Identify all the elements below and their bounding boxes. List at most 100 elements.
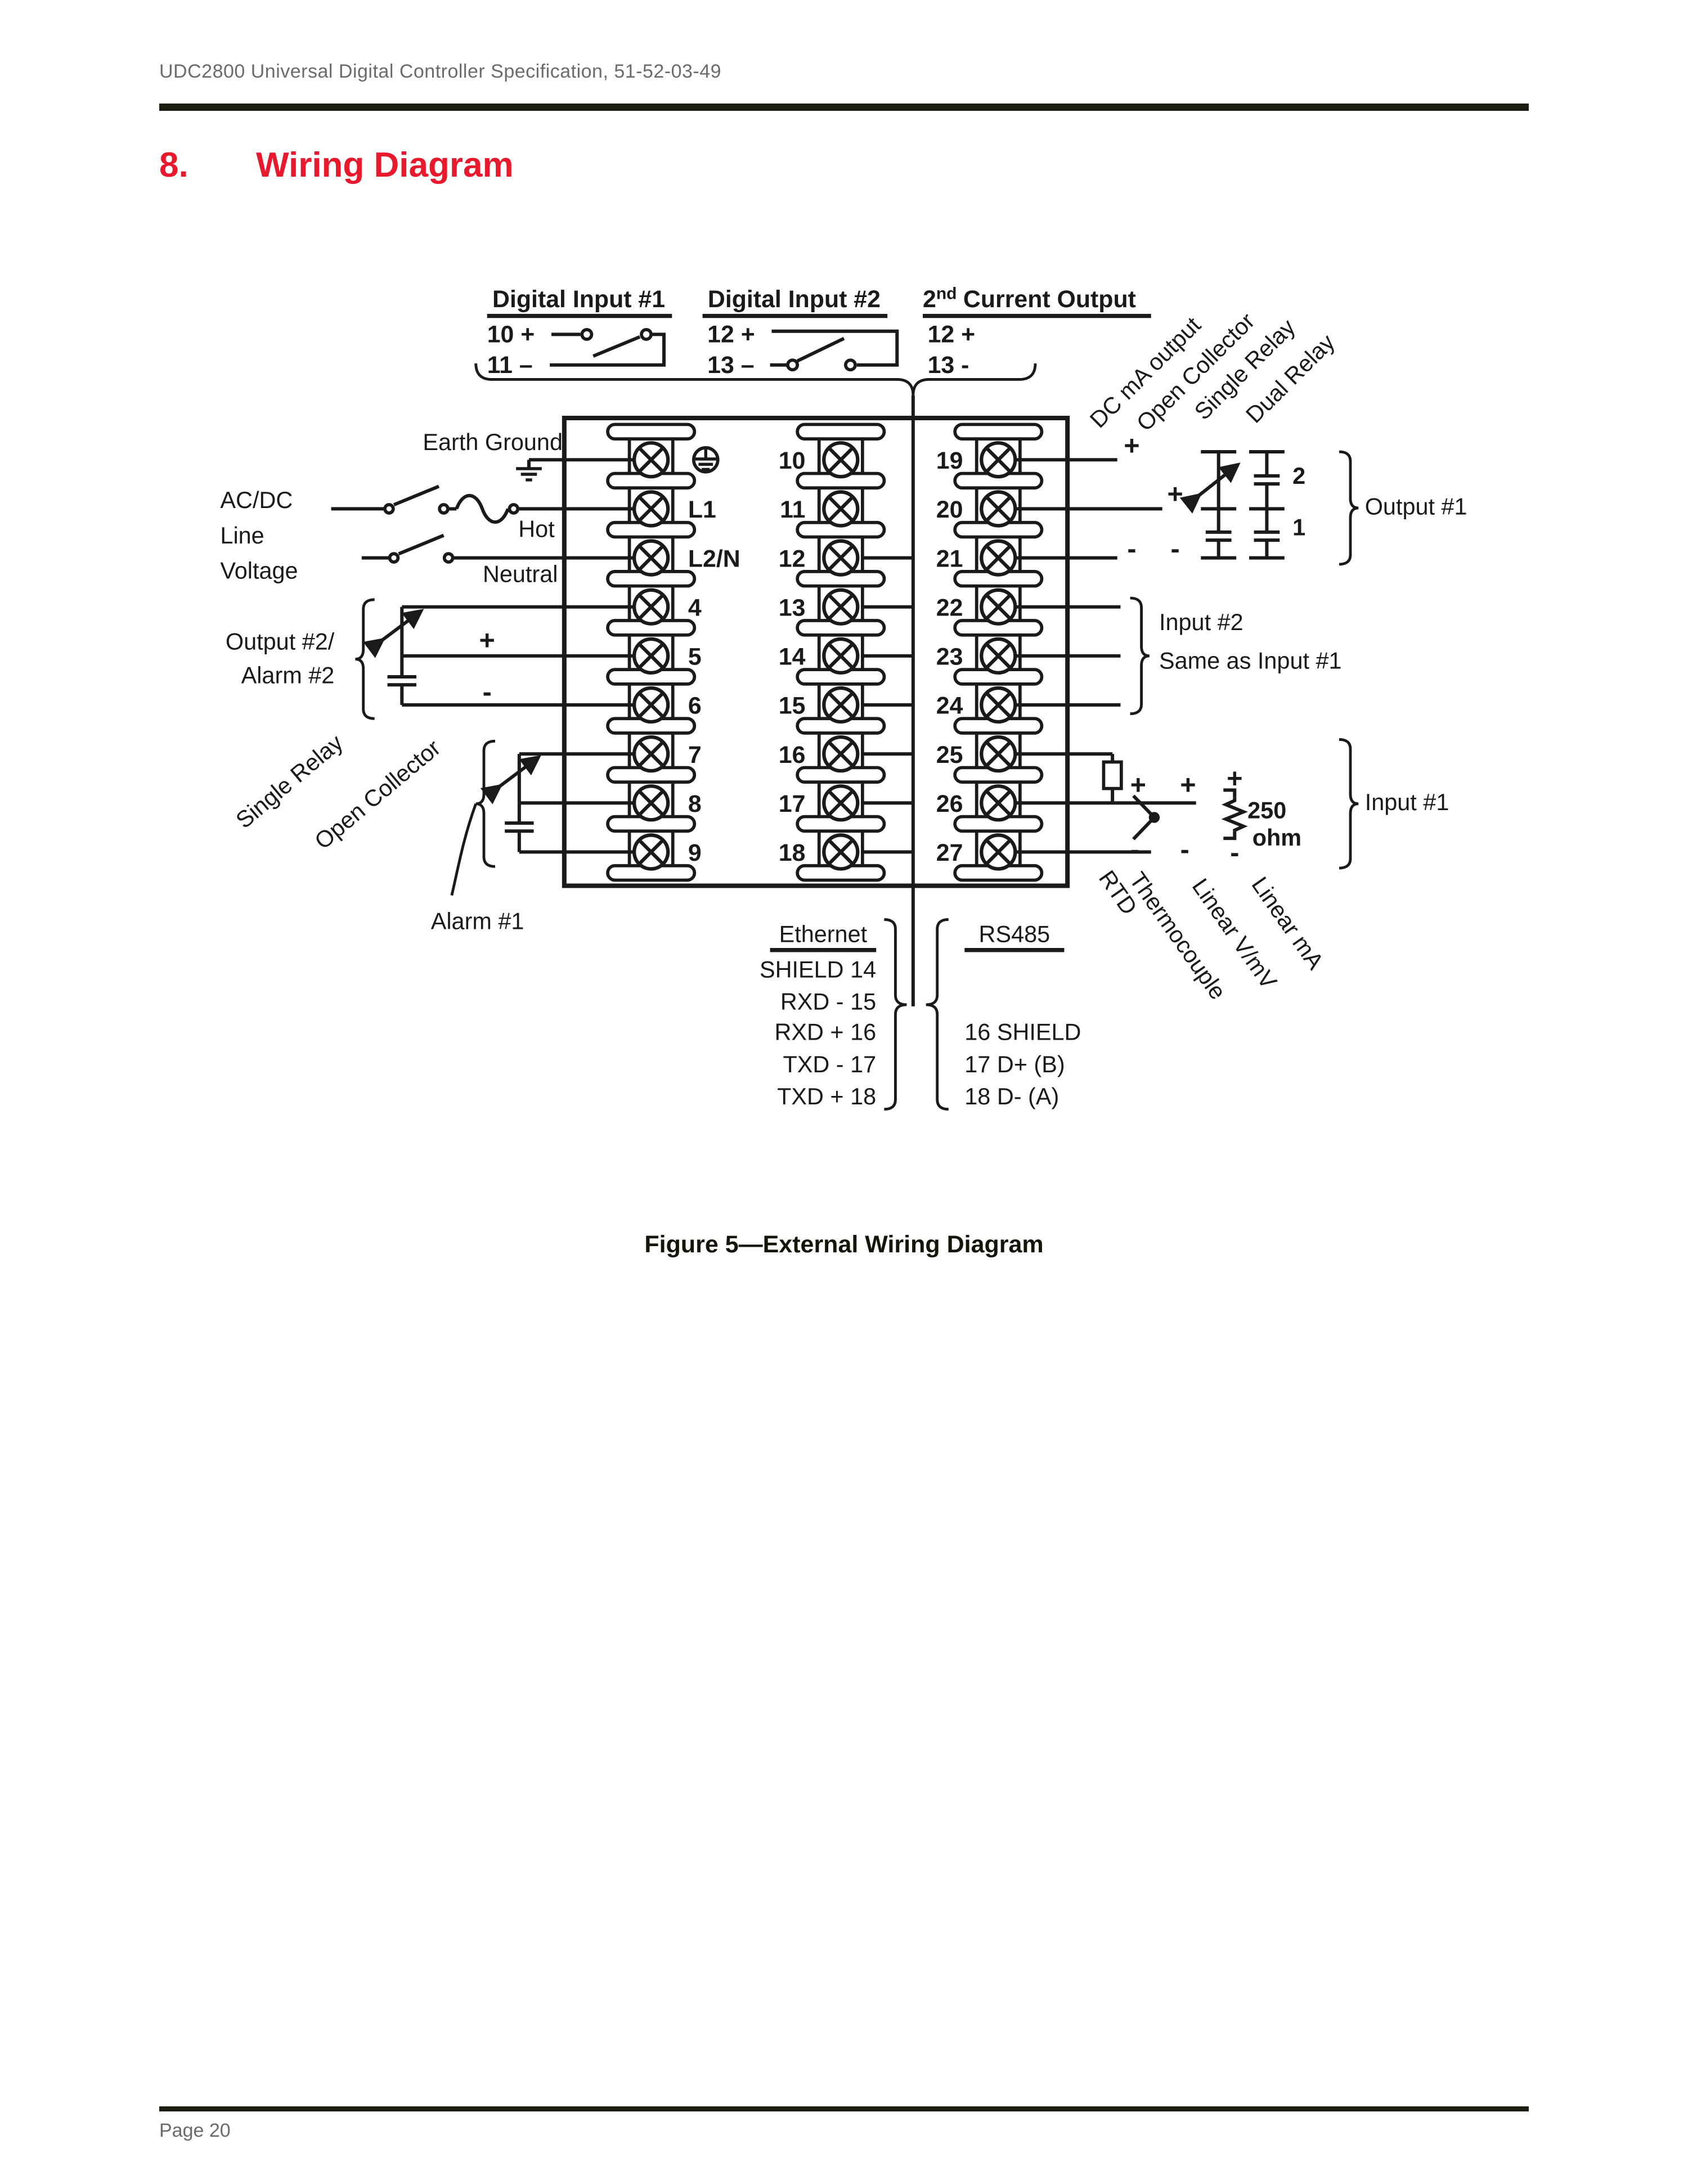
terminal-label: 15 <box>779 693 806 720</box>
terminal-label: 5 <box>688 644 702 671</box>
relay-actuator-arrow-icon <box>480 755 541 805</box>
screw-cross-icon <box>828 447 854 473</box>
screw-cross-icon <box>828 643 854 669</box>
terminal-label: 14 <box>779 644 806 671</box>
screw-cross-icon <box>828 839 854 865</box>
header-rule <box>159 104 1529 111</box>
screw-cross-icon <box>638 790 664 816</box>
input2-brace <box>1130 596 1150 716</box>
linear-v-plus: + <box>1180 770 1196 801</box>
output1-minus-2: - <box>1170 534 1179 564</box>
switch-blade-icon <box>796 336 845 363</box>
screw-cross-icon <box>638 496 664 522</box>
rtd-resistor-icon <box>1102 760 1123 790</box>
acdc-label-2: Line <box>220 523 264 549</box>
fuse-icon <box>455 493 510 524</box>
output1-plus-1: + <box>1124 431 1139 461</box>
250-ohm-resistor-icon <box>1221 788 1248 841</box>
rs485-item: 18 D- (A) <box>964 1084 1059 1109</box>
terminal-label: 22 <box>936 594 963 621</box>
neutral-label: Neutral <box>483 561 558 587</box>
terminal-label: 17 <box>779 790 806 817</box>
screw-cross-icon <box>828 692 854 718</box>
linear-ma-minus: - <box>1230 838 1239 868</box>
switch-blade-icon <box>592 335 641 358</box>
co2-terminal-12: 12 + <box>928 321 976 348</box>
input2-same-label: Same as Input #1 <box>1159 648 1342 674</box>
output2-label-2: Alarm #2 <box>241 662 335 688</box>
ethernet-item: TXD - 17 <box>783 1051 876 1077</box>
terminal-label: 20 <box>936 496 963 523</box>
earth-ground-section: Earth Ground <box>423 429 634 482</box>
dual-relay-contact-icon <box>1249 450 1285 560</box>
input1-section: + - + - + - 250 ohm Input #1 <box>1015 738 1449 870</box>
switch-contact-icon <box>442 552 455 564</box>
input2-label: Input #2 <box>1159 609 1243 635</box>
rs485-item: 16 SHIELD <box>964 1019 1081 1045</box>
rs485-brace <box>926 918 949 1111</box>
alarm1-label: Alarm #1 <box>431 909 524 934</box>
digital-input-1-title: Digital Input #1 <box>492 286 665 313</box>
terminal-label: 10 <box>779 447 806 474</box>
tc-plus: + <box>1130 770 1146 801</box>
switch-contact-icon <box>580 328 594 341</box>
terminal-collar <box>606 423 697 441</box>
terminal-label: 11 <box>780 496 805 523</box>
switch-contact-icon <box>786 358 799 372</box>
rs485-section: RS485 16 SHIELD 17 D+ (B) 18 D- (A) <box>926 918 1081 1111</box>
output2-plus: + <box>479 625 495 655</box>
terminal-collar <box>796 423 886 441</box>
terminal-block-outline <box>562 416 1070 888</box>
ethernet-item: SHIELD 14 <box>760 956 876 982</box>
switch-contact-icon <box>438 503 450 515</box>
alarm1-leader-line <box>450 803 477 896</box>
screw-cross-icon <box>828 790 854 816</box>
screw-cross-icon <box>828 496 854 522</box>
output2-brace <box>355 598 375 720</box>
terminal-label: 7 <box>688 742 702 769</box>
ethernet-section: Ethernet SHIELD 14 RXD - 15 RXD + 16 TXD… <box>760 918 907 1111</box>
terminal-label: 23 <box>936 644 963 671</box>
screw-cross-icon <box>638 741 664 767</box>
screw-cross-icon <box>986 741 1011 767</box>
ethernet-item: RXD - 15 <box>780 988 876 1014</box>
input2-section: Input #2 Same as Input #1 <box>1015 596 1342 716</box>
screw-cross-icon <box>986 692 1011 718</box>
wiring-diagram: L1L2/N4567891011121314151617181920212223… <box>220 285 1467 1111</box>
acdc-label-3: Voltage <box>220 558 298 584</box>
earth-ground-label: Earth Ground <box>423 429 563 455</box>
screw-cross-icon <box>986 496 1011 522</box>
acdc-label-1: AC/DC <box>220 487 293 513</box>
resistor-unit: ohm <box>1252 825 1301 851</box>
ethernet-brace <box>884 918 907 1111</box>
single-relay-contact-icon <box>1179 450 1241 560</box>
input1-brace <box>1339 738 1359 870</box>
screw-cross-icon <box>986 594 1011 619</box>
alarm1-section: Alarm #1 <box>431 739 634 934</box>
digital-input-2-title: Digital Input #2 <box>708 286 881 313</box>
terminal-label: 13 <box>779 594 806 621</box>
screw-cross-icon <box>638 545 664 570</box>
co2-terminal-13: 13 - <box>928 352 969 379</box>
acdc-line-voltage-section: AC/DC Line Voltage Hot Neutral <box>220 484 634 587</box>
earth-symbol-icon <box>692 446 720 474</box>
screw-cross-icon <box>986 790 1011 816</box>
switch-contact-icon <box>844 358 857 372</box>
terminal-label: 12 <box>779 545 806 572</box>
switch-contact-icon <box>388 552 400 564</box>
di1-terminal-11: 11 – <box>487 352 533 379</box>
wire-loop <box>550 332 666 367</box>
output2-label-1: Output #2/ <box>226 628 335 654</box>
terminal-label: 18 <box>779 839 806 866</box>
wire-loop <box>771 329 899 367</box>
screw-cross-icon <box>638 692 664 718</box>
terminal-label: L2/N <box>688 545 740 572</box>
output2-alarm2-section: Output #2/ Alarm #2 + - <box>226 598 634 720</box>
di2-terminal-12: 12 + <box>707 321 755 348</box>
tc-minus: - <box>1130 834 1139 865</box>
terminal-label: 19 <box>936 447 963 474</box>
output1-plus-2: + <box>1167 479 1183 509</box>
